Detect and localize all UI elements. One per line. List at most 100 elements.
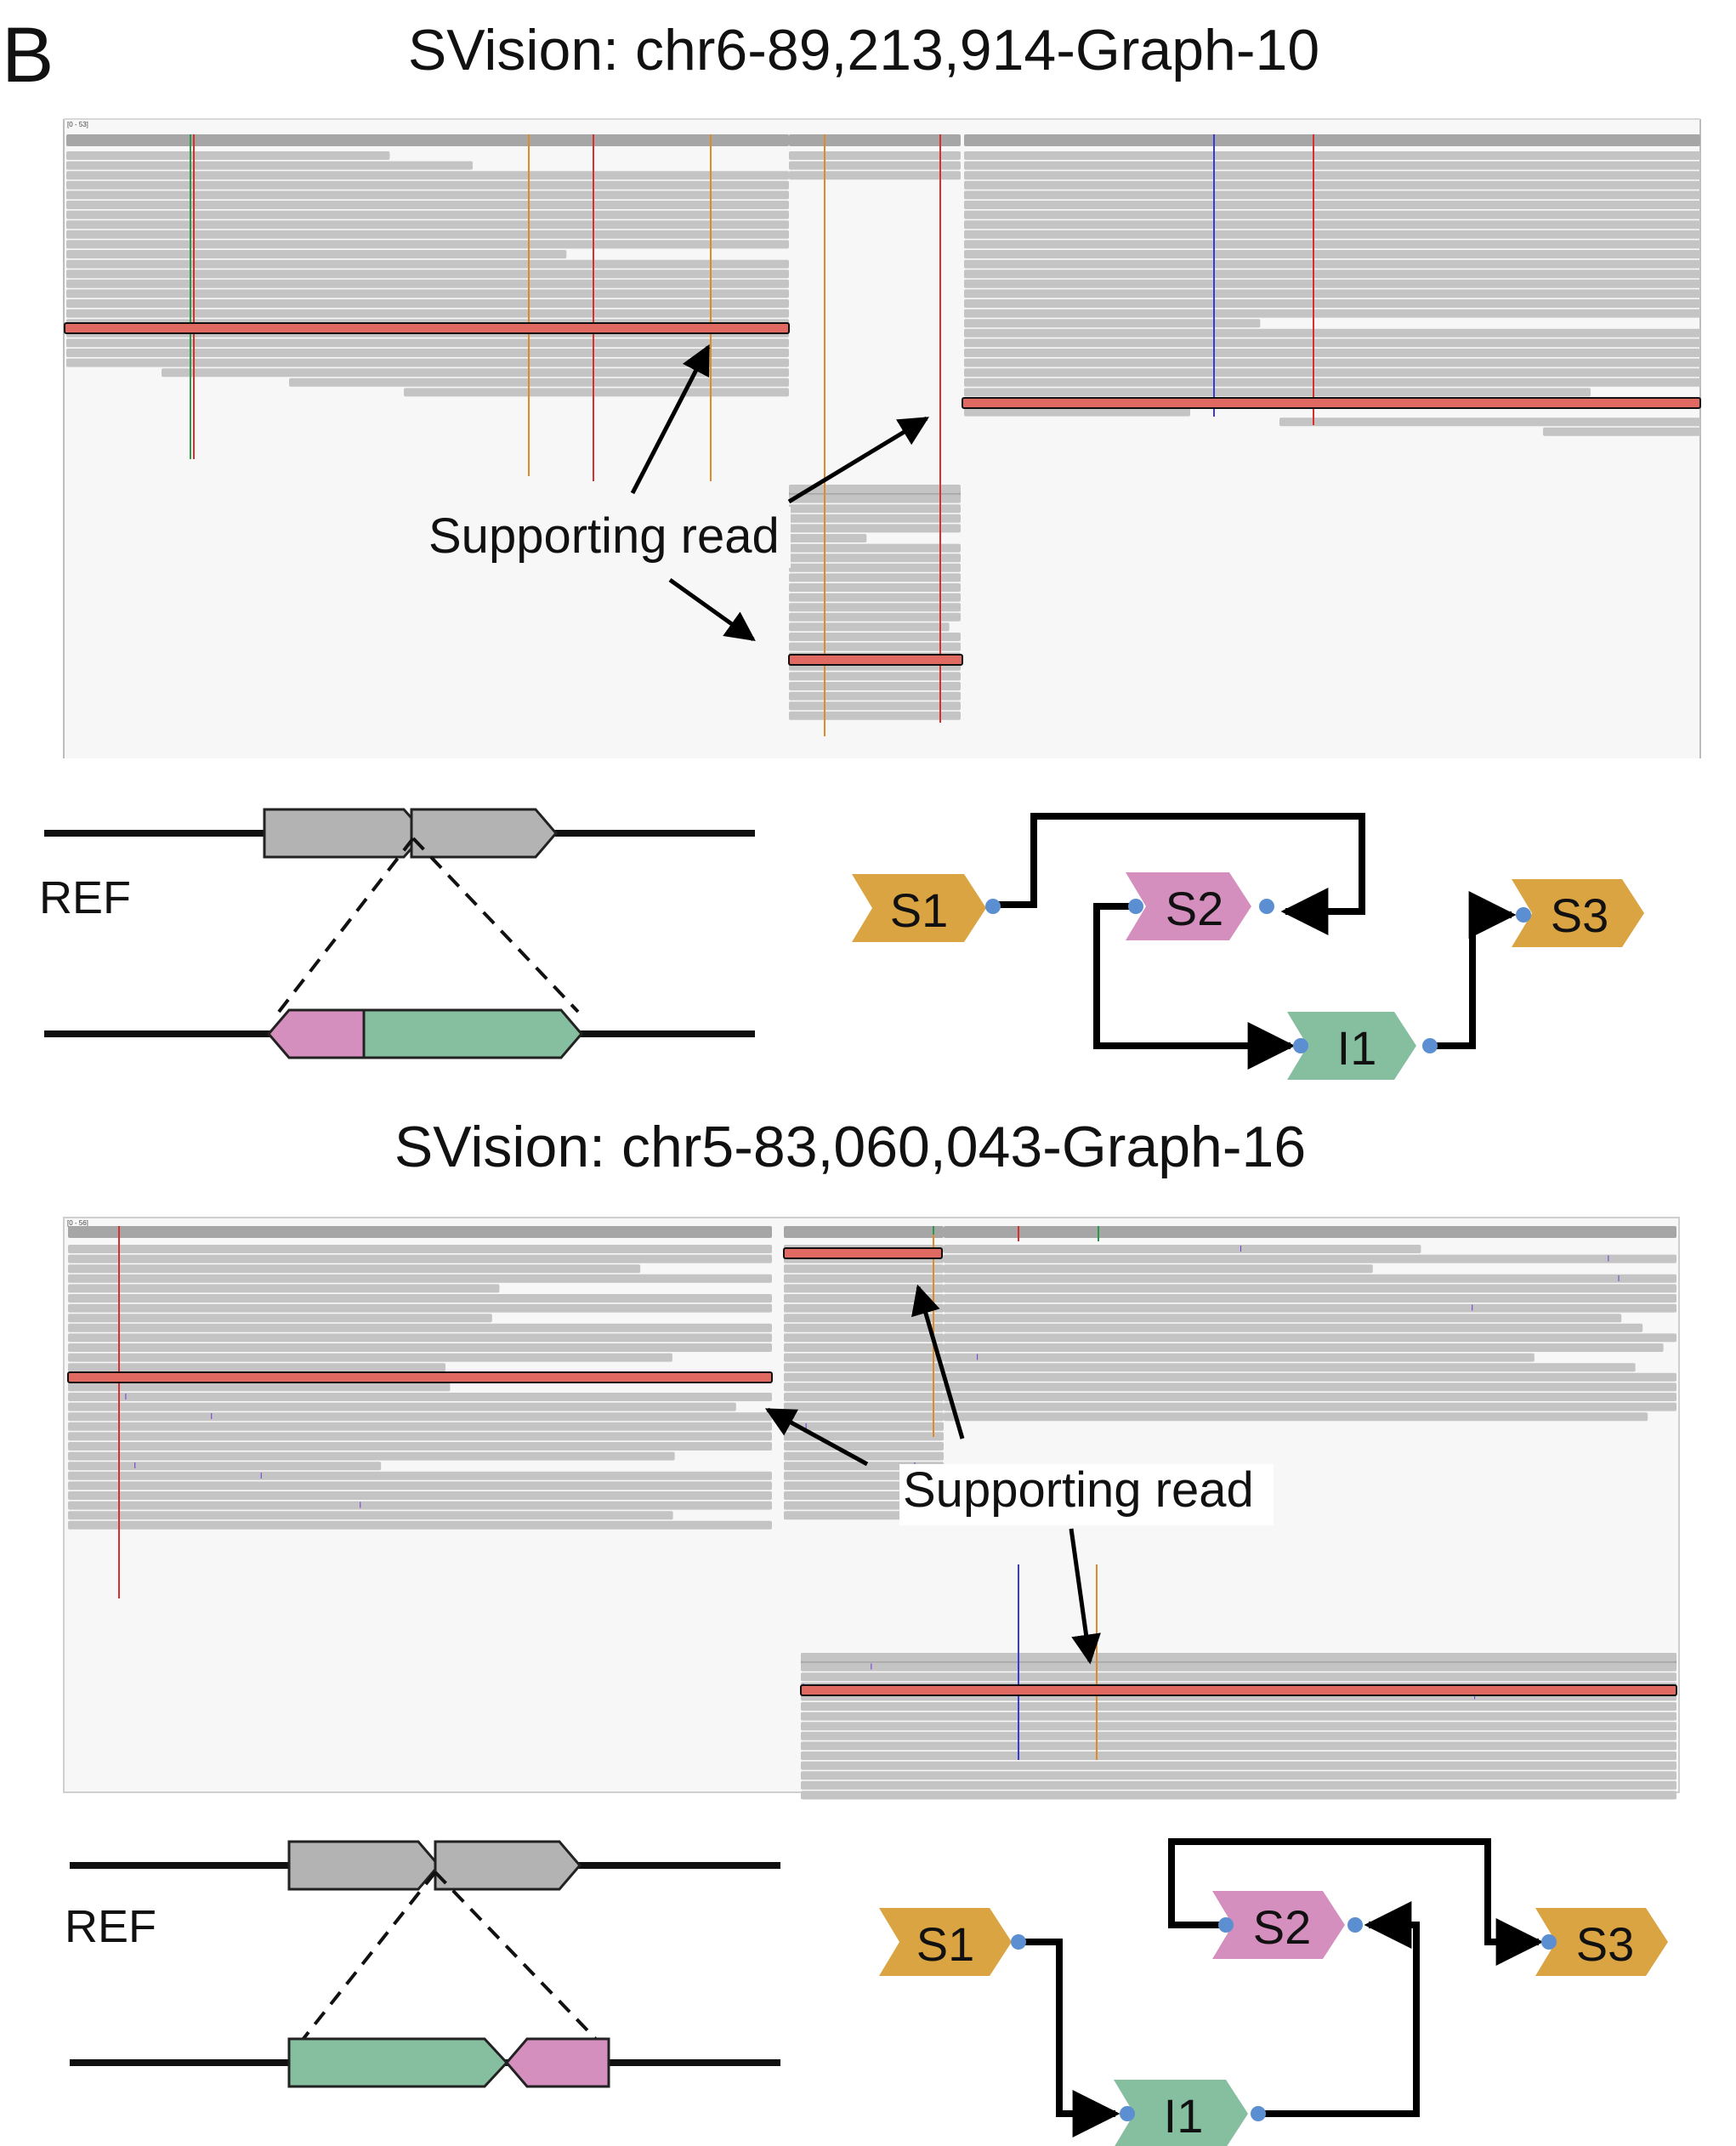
arrow-1a xyxy=(630,343,711,495)
edge-s2-i1-1 xyxy=(1093,903,1296,1070)
read xyxy=(68,1462,382,1471)
read xyxy=(784,1323,944,1332)
node-i1-1: I1 xyxy=(1287,1012,1438,1080)
panel-letter: B xyxy=(2,12,54,99)
read xyxy=(789,171,961,180)
supporting-read xyxy=(962,397,1701,409)
read xyxy=(944,1343,1664,1352)
igv-range-label-1: [0 - 53] xyxy=(67,121,88,128)
read xyxy=(944,1402,1676,1411)
supporting-read xyxy=(788,654,963,666)
insertion-mark: I xyxy=(260,1472,263,1481)
port-dot xyxy=(1422,1038,1438,1053)
read xyxy=(66,180,789,190)
read xyxy=(784,1422,944,1431)
port-dot xyxy=(1218,1917,1234,1933)
read xyxy=(68,1314,492,1323)
read xyxy=(68,1501,772,1510)
read xyxy=(68,1284,500,1293)
igv-view-1: [0 - 53] xyxy=(63,118,1701,758)
inverted-segment-2 xyxy=(505,2037,610,2088)
read xyxy=(66,151,390,160)
read xyxy=(801,1722,1676,1731)
port-dot xyxy=(985,899,1001,914)
read xyxy=(68,1323,772,1332)
annotation-2: Supporting read xyxy=(764,1284,1274,1665)
node-label: S3 xyxy=(1576,1917,1635,1971)
read xyxy=(801,1672,1676,1682)
read xyxy=(801,1791,1676,1800)
edge-i1-s3-1 xyxy=(1430,891,1517,1049)
read xyxy=(784,1393,944,1401)
read xyxy=(964,368,1700,378)
read xyxy=(68,1382,451,1392)
chevron-node-icon xyxy=(1126,872,1251,940)
inserted-segment-1 xyxy=(362,1008,583,1059)
read xyxy=(789,524,961,533)
read xyxy=(66,358,789,367)
read xyxy=(789,622,950,632)
read xyxy=(789,494,961,503)
read xyxy=(66,220,789,230)
read xyxy=(964,328,1700,338)
read xyxy=(964,279,1700,288)
read xyxy=(784,1363,944,1372)
read-pileup-2: IIIIIIIIIIIIIII xyxy=(68,1226,1676,1800)
read xyxy=(964,407,1190,417)
read xyxy=(789,672,961,681)
read xyxy=(964,230,1700,239)
insertion-mark: I xyxy=(133,1462,136,1471)
chevron-node-icon xyxy=(1212,1891,1345,1959)
read xyxy=(66,171,789,180)
read xyxy=(964,180,1700,190)
read xyxy=(789,593,961,602)
read xyxy=(944,1323,1643,1332)
read xyxy=(68,1343,772,1352)
igv-view-2: [0 - 56] IIIIIIIIIIIIIII xyxy=(63,1217,1680,1800)
read xyxy=(801,1662,1676,1672)
arrow-1c xyxy=(668,577,756,642)
read xyxy=(801,1712,1676,1721)
read xyxy=(801,1731,1676,1740)
sv-schematic-1: REF xyxy=(39,808,755,1059)
ref-segment-a-2 xyxy=(287,1840,440,1891)
supporting-read xyxy=(64,322,790,334)
read xyxy=(1279,417,1700,427)
ref-label-1: REF xyxy=(39,872,131,923)
read xyxy=(68,1393,772,1401)
read xyxy=(964,388,1591,397)
node-s1-2: S1 xyxy=(879,1908,1026,1976)
read xyxy=(964,378,1700,387)
chevron-node-icon xyxy=(1535,1908,1668,1976)
read xyxy=(964,259,1700,269)
supporting-read-label-2: Supporting read xyxy=(903,1462,1254,1518)
read xyxy=(789,701,961,711)
read xyxy=(964,349,1700,357)
read xyxy=(66,299,789,308)
port-dot xyxy=(1293,1038,1308,1053)
node-label: S1 xyxy=(890,883,949,937)
read xyxy=(66,309,789,318)
insertion-mark: I xyxy=(871,1663,873,1672)
arrow-1b xyxy=(787,416,929,504)
read xyxy=(68,1303,772,1313)
port-dot xyxy=(1251,2106,1266,2121)
insertion-mark: I xyxy=(210,1412,213,1422)
read xyxy=(784,1402,944,1411)
port-dot xyxy=(1347,1917,1363,1933)
read xyxy=(68,1432,772,1441)
read xyxy=(964,299,1700,308)
read xyxy=(66,279,789,288)
port-dot xyxy=(1541,1934,1557,1950)
ref-segment-a-1 xyxy=(263,808,428,859)
node-label: I1 xyxy=(1164,2089,1204,2143)
node-i1-2: I1 xyxy=(1114,2080,1266,2146)
read xyxy=(964,190,1700,200)
supporting-read-label-1: Supporting read xyxy=(428,508,780,564)
chevron-node-icon xyxy=(852,874,986,942)
edge-s2-s3-2 xyxy=(1168,1838,1544,1966)
panel1-title: SVision: chr6-89,213,914-Graph-10 xyxy=(408,18,1319,82)
read xyxy=(66,270,789,279)
port-dot xyxy=(1011,1934,1026,1950)
read xyxy=(68,1471,772,1480)
